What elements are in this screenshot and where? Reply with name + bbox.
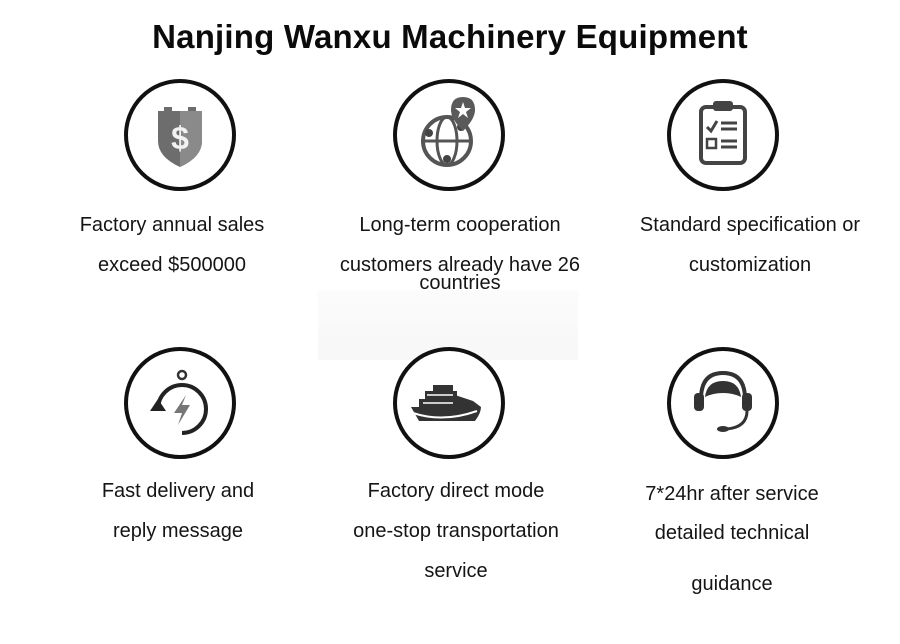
feature-caption-countries: Long-term cooperation customers already … xyxy=(300,208,620,294)
caption-line: Standard specification or xyxy=(639,214,861,236)
dollar-shield-icon-circle: $ xyxy=(124,79,236,191)
stopwatch-lightning-icon xyxy=(150,369,208,435)
globe-location-icon xyxy=(421,97,475,167)
caption-line: 7*24hr after service xyxy=(645,483,819,505)
clipboard-checklist-icon-circle xyxy=(667,79,779,191)
page-title: Nanjing Wanxu Machinery Equipment xyxy=(152,18,748,55)
svg-text:$: $ xyxy=(171,120,189,156)
caption-line: Factory direct mode xyxy=(367,480,545,502)
caption-line: reply message xyxy=(112,520,244,542)
feature-caption-customization: Standard specification or customization xyxy=(590,208,900,288)
caption-line: customers already have 26 xyxy=(339,254,581,276)
cargo-ship-icon-circle xyxy=(393,347,505,459)
caption-line: countries xyxy=(419,272,501,294)
caption-line: Fast delivery and xyxy=(101,480,255,502)
clipboard-checklist-icon xyxy=(699,101,747,165)
caption-line: guidance xyxy=(691,573,773,595)
caption-line: service xyxy=(424,560,488,582)
caption-line: exceed $500000 xyxy=(98,254,246,276)
feature-caption-transportation: Factory direct mode one-stop transportat… xyxy=(296,474,616,588)
headset-support-icon-circle xyxy=(667,347,779,459)
caption-line: one-stop transportation xyxy=(353,520,559,542)
caption-line: Long-term cooperation xyxy=(359,214,561,236)
feature-caption-sales: Factory annual sales exceed $500000 xyxy=(12,208,332,288)
feature-caption-service: 7*24hr after service detailed technical … xyxy=(572,478,892,612)
globe-location-icon-circle xyxy=(393,79,505,191)
cargo-ship-icon xyxy=(411,385,481,421)
caption-line: customization xyxy=(688,254,812,276)
stopwatch-lightning-icon-circle xyxy=(124,347,236,459)
headset-support-icon xyxy=(694,370,752,432)
caption-line: Factory annual sales xyxy=(79,214,265,236)
dollar-shield-icon: $ xyxy=(158,107,202,167)
feature-caption-delivery: Fast delivery and reply message xyxy=(18,474,338,554)
caption-line: detailed technical xyxy=(654,522,810,544)
